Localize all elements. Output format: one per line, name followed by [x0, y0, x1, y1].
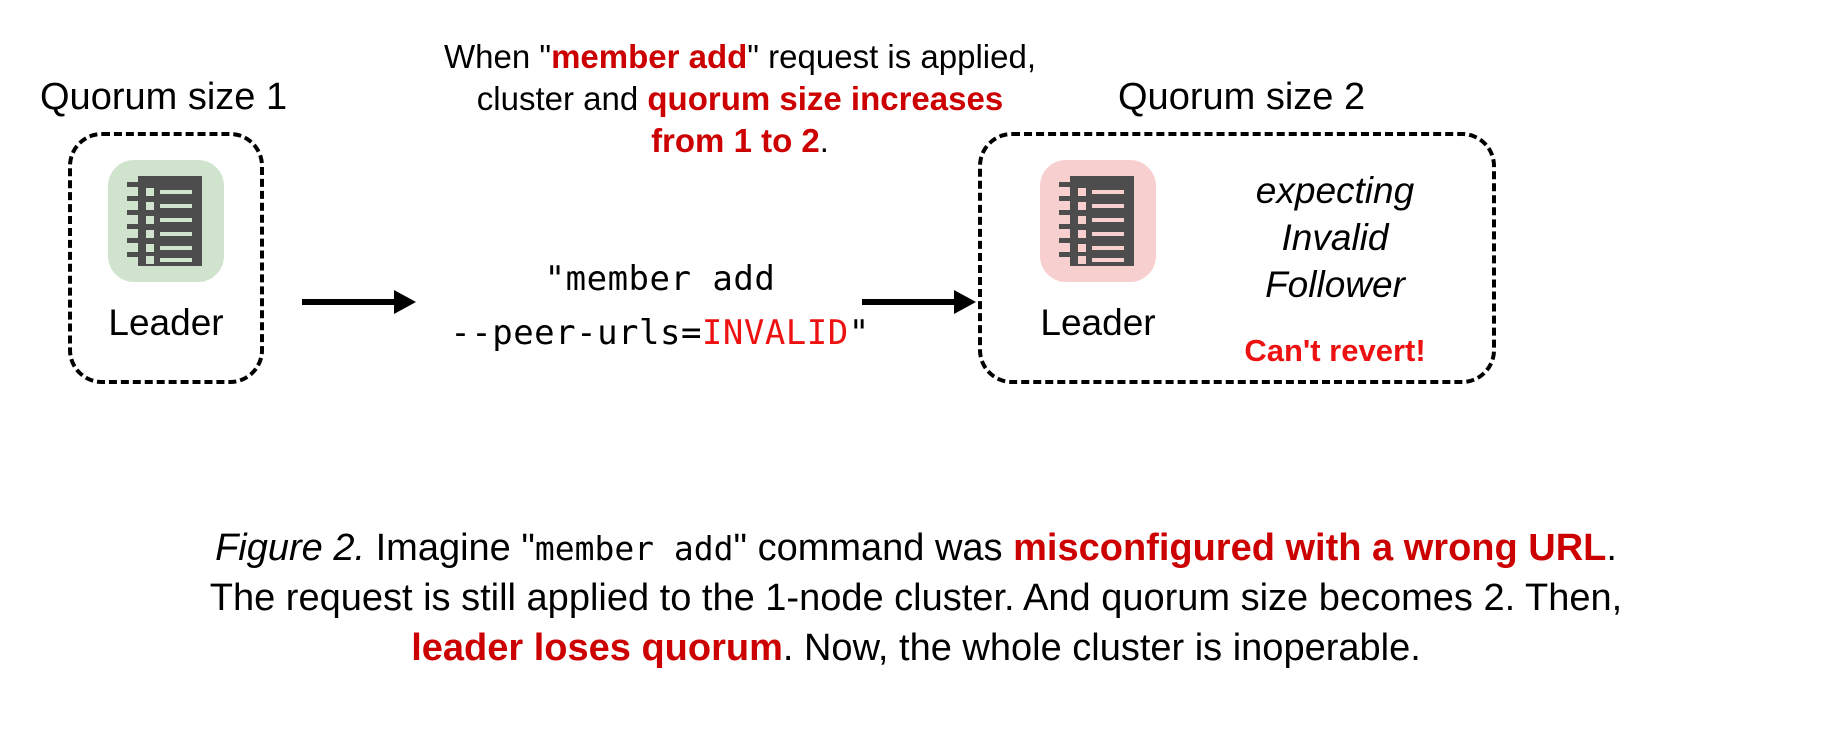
caption-misconfigured: misconfigured with a wrong URL: [1013, 527, 1607, 569]
server-ledger-icon: [1040, 160, 1156, 291]
ledger-body: [127, 176, 202, 266]
quorum-size-right-label: Quorum size 2: [1118, 76, 1366, 118]
cluster-box-right: [978, 132, 1496, 384]
ledger-body: [1059, 176, 1134, 266]
caption-seg5: .: [1606, 527, 1617, 569]
node-left: Leader: [86, 160, 246, 341]
top-note-seg3: " request is applied,: [747, 38, 1037, 75]
arrow-right-icon-1: [302, 290, 416, 314]
top-note-member-add: member add: [551, 38, 748, 75]
command-line-1: "member add: [544, 259, 776, 299]
expecting-follower-note: expecting Invalid Follower: [1210, 168, 1460, 309]
top-note-seg4: cluster and: [476, 79, 648, 117]
node-left-caption: Leader: [108, 302, 224, 343]
expecting-line-3: Follower: [1265, 263, 1405, 305]
figure-number-label: Figure 2.: [215, 527, 366, 569]
command-line-2-prefix: --peer-urls=: [450, 313, 702, 353]
node-right-caption: Leader: [1040, 302, 1156, 343]
top-note-seg1: When ": [443, 38, 552, 75]
expecting-line-1: expecting: [1255, 170, 1415, 211]
command-text: "member add --peer-urls=INVALID": [380, 250, 940, 358]
command-invalid-token: INVALID: [701, 313, 849, 353]
cant-revert-warning: Can't revert!: [1244, 333, 1426, 368]
top-note-from-1-to-2: from 1 to 2: [651, 121, 820, 159]
top-note-quorum-increase: quorum size increases: [647, 79, 1004, 117]
server-ledger-icon: [108, 160, 224, 291]
top-annotation: When "member add" request is applied, cl…: [390, 36, 1090, 162]
node-right: Leader: [1018, 160, 1178, 341]
command-line-2-suffix: ": [848, 313, 870, 353]
expecting-line-2: Invalid: [1281, 216, 1389, 258]
quorum-size-left-label: Quorum size 1: [40, 76, 288, 118]
caption-seg6: The request is still applied to the 1-no…: [209, 577, 1623, 620]
figure-caption: Figure 2. Imagine "member add" command w…: [60, 523, 1772, 673]
caption-seg3: " command was: [733, 527, 1014, 569]
top-note-seg7: .: [819, 121, 829, 159]
caption-seg1: Imagine ": [365, 527, 535, 569]
cluster-box-left: [68, 132, 264, 384]
caption-seg8: . Now, the whole cluster is inoperable.: [782, 627, 1421, 670]
arrow-right-icon-2: [862, 290, 976, 314]
caption-member-add-mono: member add: [534, 529, 734, 568]
caption-leader-loses-quorum: leader loses quorum: [411, 627, 783, 670]
